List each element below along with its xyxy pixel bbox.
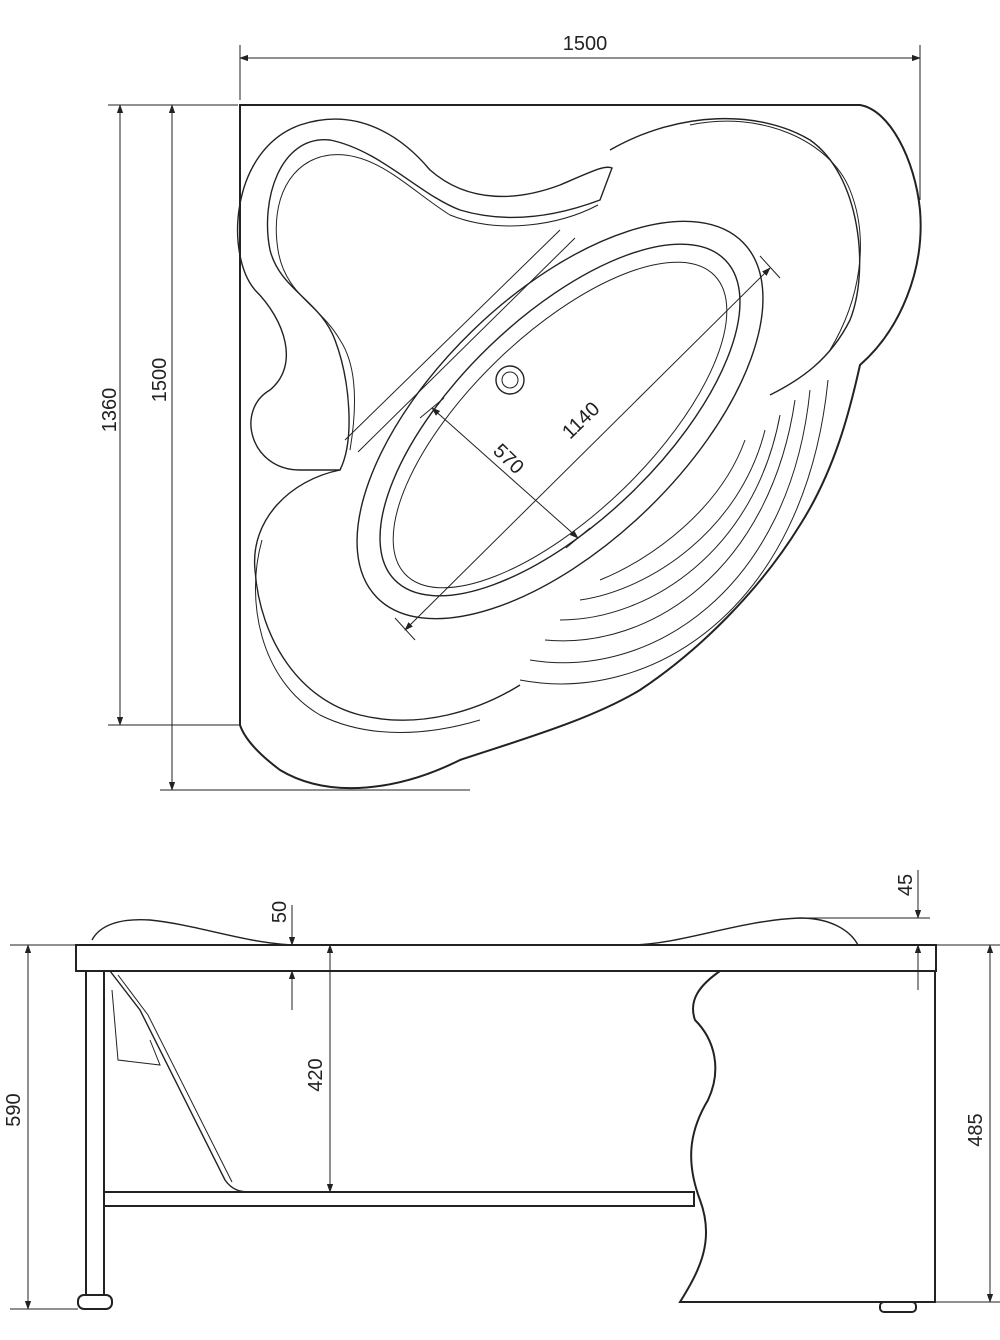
- tub-outer-outline: [239, 104, 922, 790]
- rim-drop-right-label: 45: [895, 874, 917, 896]
- rim-top-contour: [91, 917, 859, 946]
- basin-length-tick-b: [759, 255, 781, 279]
- basin-width-tick-b: [565, 527, 591, 549]
- basin-width-dimension: [431, 407, 579, 539]
- basin-width-tick-a: [419, 397, 445, 419]
- side-view: 50 45 590 420 485: [3, 870, 1000, 1313]
- foot-left: [77, 1294, 113, 1310]
- rim-slab: [75, 944, 937, 972]
- basin-section-inner: [117, 974, 233, 1183]
- depth-inner-label: 1360: [99, 388, 121, 433]
- basin-length-dimension: [404, 267, 771, 631]
- headrest-right: [609, 117, 861, 396]
- front-panel: [678, 970, 936, 1303]
- top-view: 1140 570 1500 1360 1500: [99, 33, 922, 791]
- total-height-label: 590: [3, 1093, 25, 1126]
- panel-height-label: 485: [965, 1113, 987, 1146]
- rim-drop-left-label: 50: [269, 901, 291, 923]
- seat-left-rim: [236, 118, 613, 471]
- foot-right: [879, 1301, 917, 1313]
- basin-depth-label: 420: [305, 1058, 327, 1091]
- frame-rail: [103, 1191, 695, 1207]
- depth-outer-label: 1500: [149, 358, 171, 403]
- frame-leg-left: [85, 970, 105, 1302]
- headrest-right-inner: [689, 120, 861, 351]
- headrest-left-inner: [254, 539, 481, 733]
- headrest-left: [253, 469, 521, 721]
- basin-length-tick-a: [394, 617, 416, 641]
- seat-left-inner: [275, 154, 599, 451]
- basin-section: [109, 970, 690, 1193]
- basin-step: [111, 989, 161, 1066]
- width-label: 1500: [563, 33, 608, 55]
